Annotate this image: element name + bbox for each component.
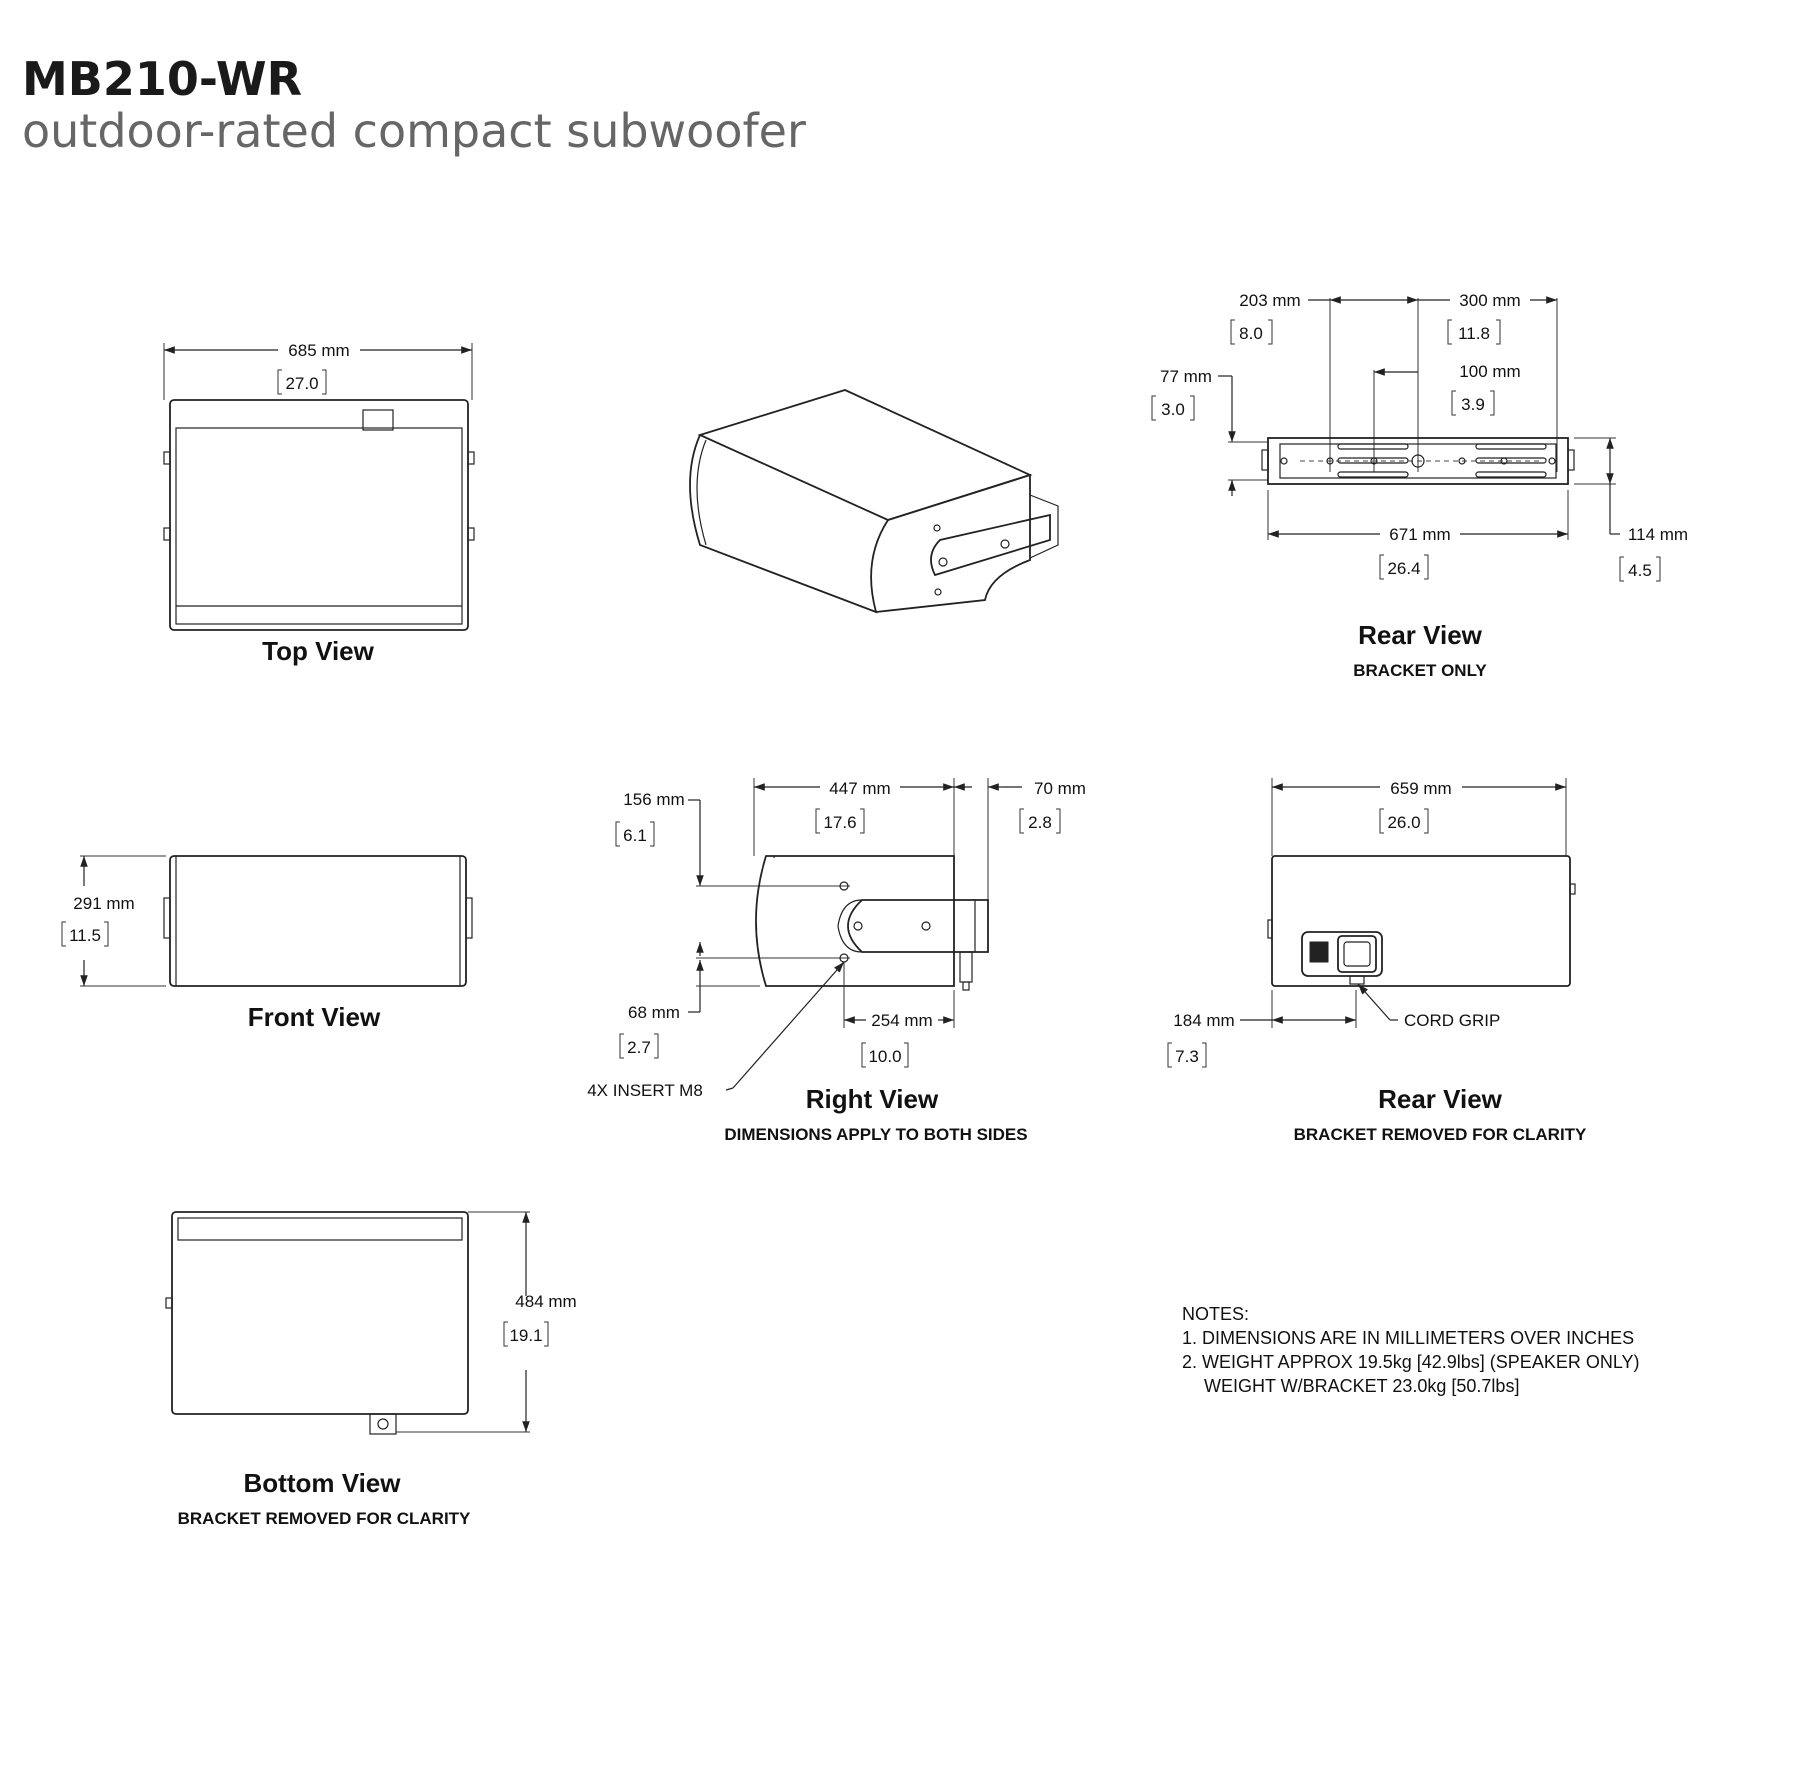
top-view-body bbox=[169, 399, 469, 631]
rear-bracket-label: Rear View bbox=[1358, 620, 1483, 650]
right-70-mm: 70 mm bbox=[1034, 779, 1086, 798]
rear2-connector bbox=[1337, 935, 1377, 973]
front-view-body bbox=[169, 855, 467, 987]
rear2-body bbox=[1271, 855, 1571, 987]
right-70-in: 2.8 bbox=[1028, 813, 1052, 832]
iso-bracket-arm bbox=[930, 513, 1051, 577]
right-view-label: Right View bbox=[806, 1084, 939, 1114]
right-68-mm: 68 mm bbox=[628, 1003, 680, 1022]
bottom-view-sub: BRACKET REMOVED FOR CLARITY bbox=[178, 1509, 471, 1528]
rear-bracket-sub: BRACKET ONLY bbox=[1353, 661, 1487, 680]
rear-114-in: 4.5 bbox=[1628, 561, 1652, 580]
iso-side-face bbox=[875, 473, 1031, 613]
right-254-mm: 254 mm bbox=[871, 1011, 932, 1030]
rear-671-in: 26.4 bbox=[1387, 559, 1420, 578]
top-view-label: Top View bbox=[262, 636, 374, 666]
front-height-in: 11.5 bbox=[69, 926, 101, 945]
rear-bracket-view: 203 mm 8.0 300 mm 11.8 100 mm 3.9 77 mm … bbox=[1151, 291, 1688, 680]
top-view: 685 mm 27.0 Top View bbox=[163, 341, 475, 666]
right-447-mm: 447 mm bbox=[829, 779, 890, 798]
isometric-view bbox=[689, 389, 1059, 614]
page-title: MB210-WR bbox=[22, 52, 303, 106]
rear2-184-in: 7.3 bbox=[1175, 1047, 1199, 1066]
rear2-label: Rear View bbox=[1378, 1084, 1503, 1114]
right-view: 447 mm 17.6 70 mm 2.8 156 mm 6.1 68 mm 2… bbox=[587, 778, 1086, 1144]
front-view: 291 mm 11.5 Front View bbox=[61, 855, 473, 1032]
note-3: WEIGHT W/BRACKET 23.0kg [50.7lbs] bbox=[1204, 1376, 1519, 1396]
rear-77-in: 3.0 bbox=[1161, 400, 1185, 419]
page-subtitle: outdoor-rated compact subwoofer bbox=[22, 104, 806, 158]
rear2-659-mm: 659 mm bbox=[1390, 779, 1451, 798]
iso-top-face bbox=[697, 389, 1033, 521]
bottom-depth-mm: 484 mm bbox=[515, 1292, 576, 1311]
rear-77-mm: 77 mm bbox=[1160, 367, 1212, 386]
right-insert-label: 4X INSERT M8 bbox=[587, 1081, 703, 1100]
rear2-cord-grip: CORD GRIP bbox=[1404, 1011, 1500, 1030]
front-view-label: Front View bbox=[248, 1002, 381, 1032]
rear2-connector-panel bbox=[1301, 931, 1383, 977]
rear-removed-view: 659 mm 26.0 184 mm 7.3 CORD GRIP Rear Vi… bbox=[1167, 778, 1587, 1144]
rear-100-mm: 100 mm bbox=[1459, 362, 1520, 381]
top-width-in: 27.0 bbox=[285, 374, 318, 393]
right-view-bracket bbox=[847, 899, 989, 953]
rear2-184-mm: 184 mm bbox=[1173, 1011, 1234, 1030]
rear-300-mm: 300 mm bbox=[1459, 291, 1520, 310]
rear-100-in: 3.9 bbox=[1461, 395, 1485, 414]
rear-203-in: 8.0 bbox=[1239, 324, 1263, 343]
rear2-logo-badge bbox=[1309, 941, 1329, 963]
right-156-mm: 156 mm bbox=[623, 790, 684, 809]
right-view-sub: DIMENSIONS APPLY TO BOTH SIDES bbox=[724, 1125, 1027, 1144]
right-254-in: 10.0 bbox=[868, 1047, 901, 1066]
right-447-in: 17.6 bbox=[823, 813, 856, 832]
top-view-panel bbox=[175, 427, 463, 625]
right-view-body bbox=[755, 855, 955, 987]
note-2: 2. WEIGHT APPROX 19.5kg [42.9lbs] (SPEAK… bbox=[1182, 1352, 1640, 1372]
rear-671-mm: 671 mm bbox=[1389, 525, 1450, 544]
top-width-mm: 685 mm bbox=[288, 341, 349, 360]
right-68-in: 2.7 bbox=[627, 1038, 651, 1057]
rear-300-in: 11.8 bbox=[1458, 324, 1490, 343]
iso-front-face bbox=[689, 434, 889, 614]
notes-heading: NOTES: bbox=[1182, 1304, 1249, 1324]
bottom-view-label: Bottom View bbox=[244, 1468, 402, 1498]
rear-203-mm: 203 mm bbox=[1239, 291, 1300, 310]
bottom-view: 484 mm 19.1 Bottom View BRACKET REMOVED … bbox=[165, 1211, 577, 1528]
front-height-mm: 291 mm bbox=[73, 894, 134, 913]
note-1: 1. DIMENSIONS ARE IN MILLIMETERS OVER IN… bbox=[1182, 1328, 1634, 1348]
right-156-in: 6.1 bbox=[623, 826, 647, 845]
rear-114-mm: 114 mm bbox=[1628, 525, 1688, 544]
top-view-terminal bbox=[362, 409, 394, 431]
rear2-659-in: 26.0 bbox=[1387, 813, 1420, 832]
bottom-view-lip bbox=[177, 1217, 463, 1241]
bottom-view-connector bbox=[369, 1413, 397, 1435]
bottom-view-body bbox=[171, 1211, 469, 1415]
notes: NOTES: 1. DIMENSIONS ARE IN MILLIMETERS … bbox=[1182, 1304, 1640, 1396]
bottom-depth-in: 19.1 bbox=[509, 1326, 542, 1345]
rear2-sub: BRACKET REMOVED FOR CLARITY bbox=[1294, 1125, 1587, 1144]
